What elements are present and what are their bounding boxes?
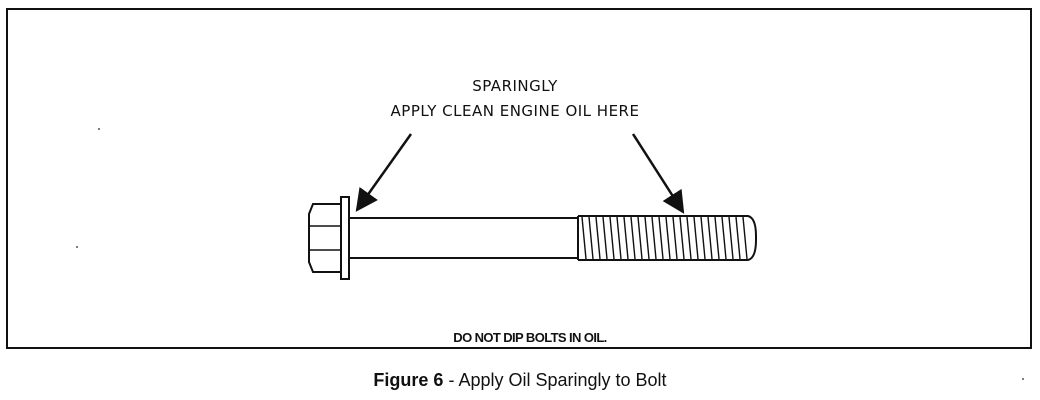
bolt-thread-outline [578,215,757,261]
thread-line [609,216,615,260]
scan-speck [76,246,78,248]
thread-line [742,216,748,260]
thread-line [658,216,664,260]
oil-label-line-1: SPARINGLY [472,77,558,95]
figure-number: Figure 6 [373,370,444,390]
thread-line [644,216,650,260]
thread-line [602,216,608,260]
figure-caption: Figure 6 - Apply Oil Sparingly to Bolt [270,370,770,391]
thread-line [630,216,636,260]
arrow-icon [355,133,413,212]
thread-line [686,216,692,260]
oil-label-line-2: APPLY CLEAN ENGINE OIL HERE [390,102,640,120]
thread-line [728,216,734,260]
warning-note: DO NOT DIP BOLTS IN OIL. [453,330,607,345]
bolt-shank [349,217,578,259]
thread-line [721,216,727,260]
thread-line [616,216,622,260]
thread-line [714,216,720,260]
thread-line [651,216,657,260]
bolt-flange [340,196,350,280]
thread-line [707,216,713,260]
thread-line [637,216,643,260]
thread-line [672,216,678,260]
scan-speck [98,128,100,130]
thread-line [588,216,594,260]
bolt-illustration [308,196,757,280]
caption-separator: - [443,370,459,390]
thread-line [595,216,601,260]
thread-line [679,216,685,260]
thread-line [700,216,706,260]
scan-speck [1022,378,1024,380]
thread-line [581,216,587,260]
thread-line [665,216,671,260]
thread-line [735,216,741,260]
figure-frame [6,8,1032,349]
bolt-threads [581,216,748,260]
caption-text: Apply Oil Sparingly to Bolt [458,370,667,390]
bolt-head [308,203,342,273]
thread-line [693,216,699,260]
arrow-icon [631,133,685,214]
thread-line [623,216,629,260]
